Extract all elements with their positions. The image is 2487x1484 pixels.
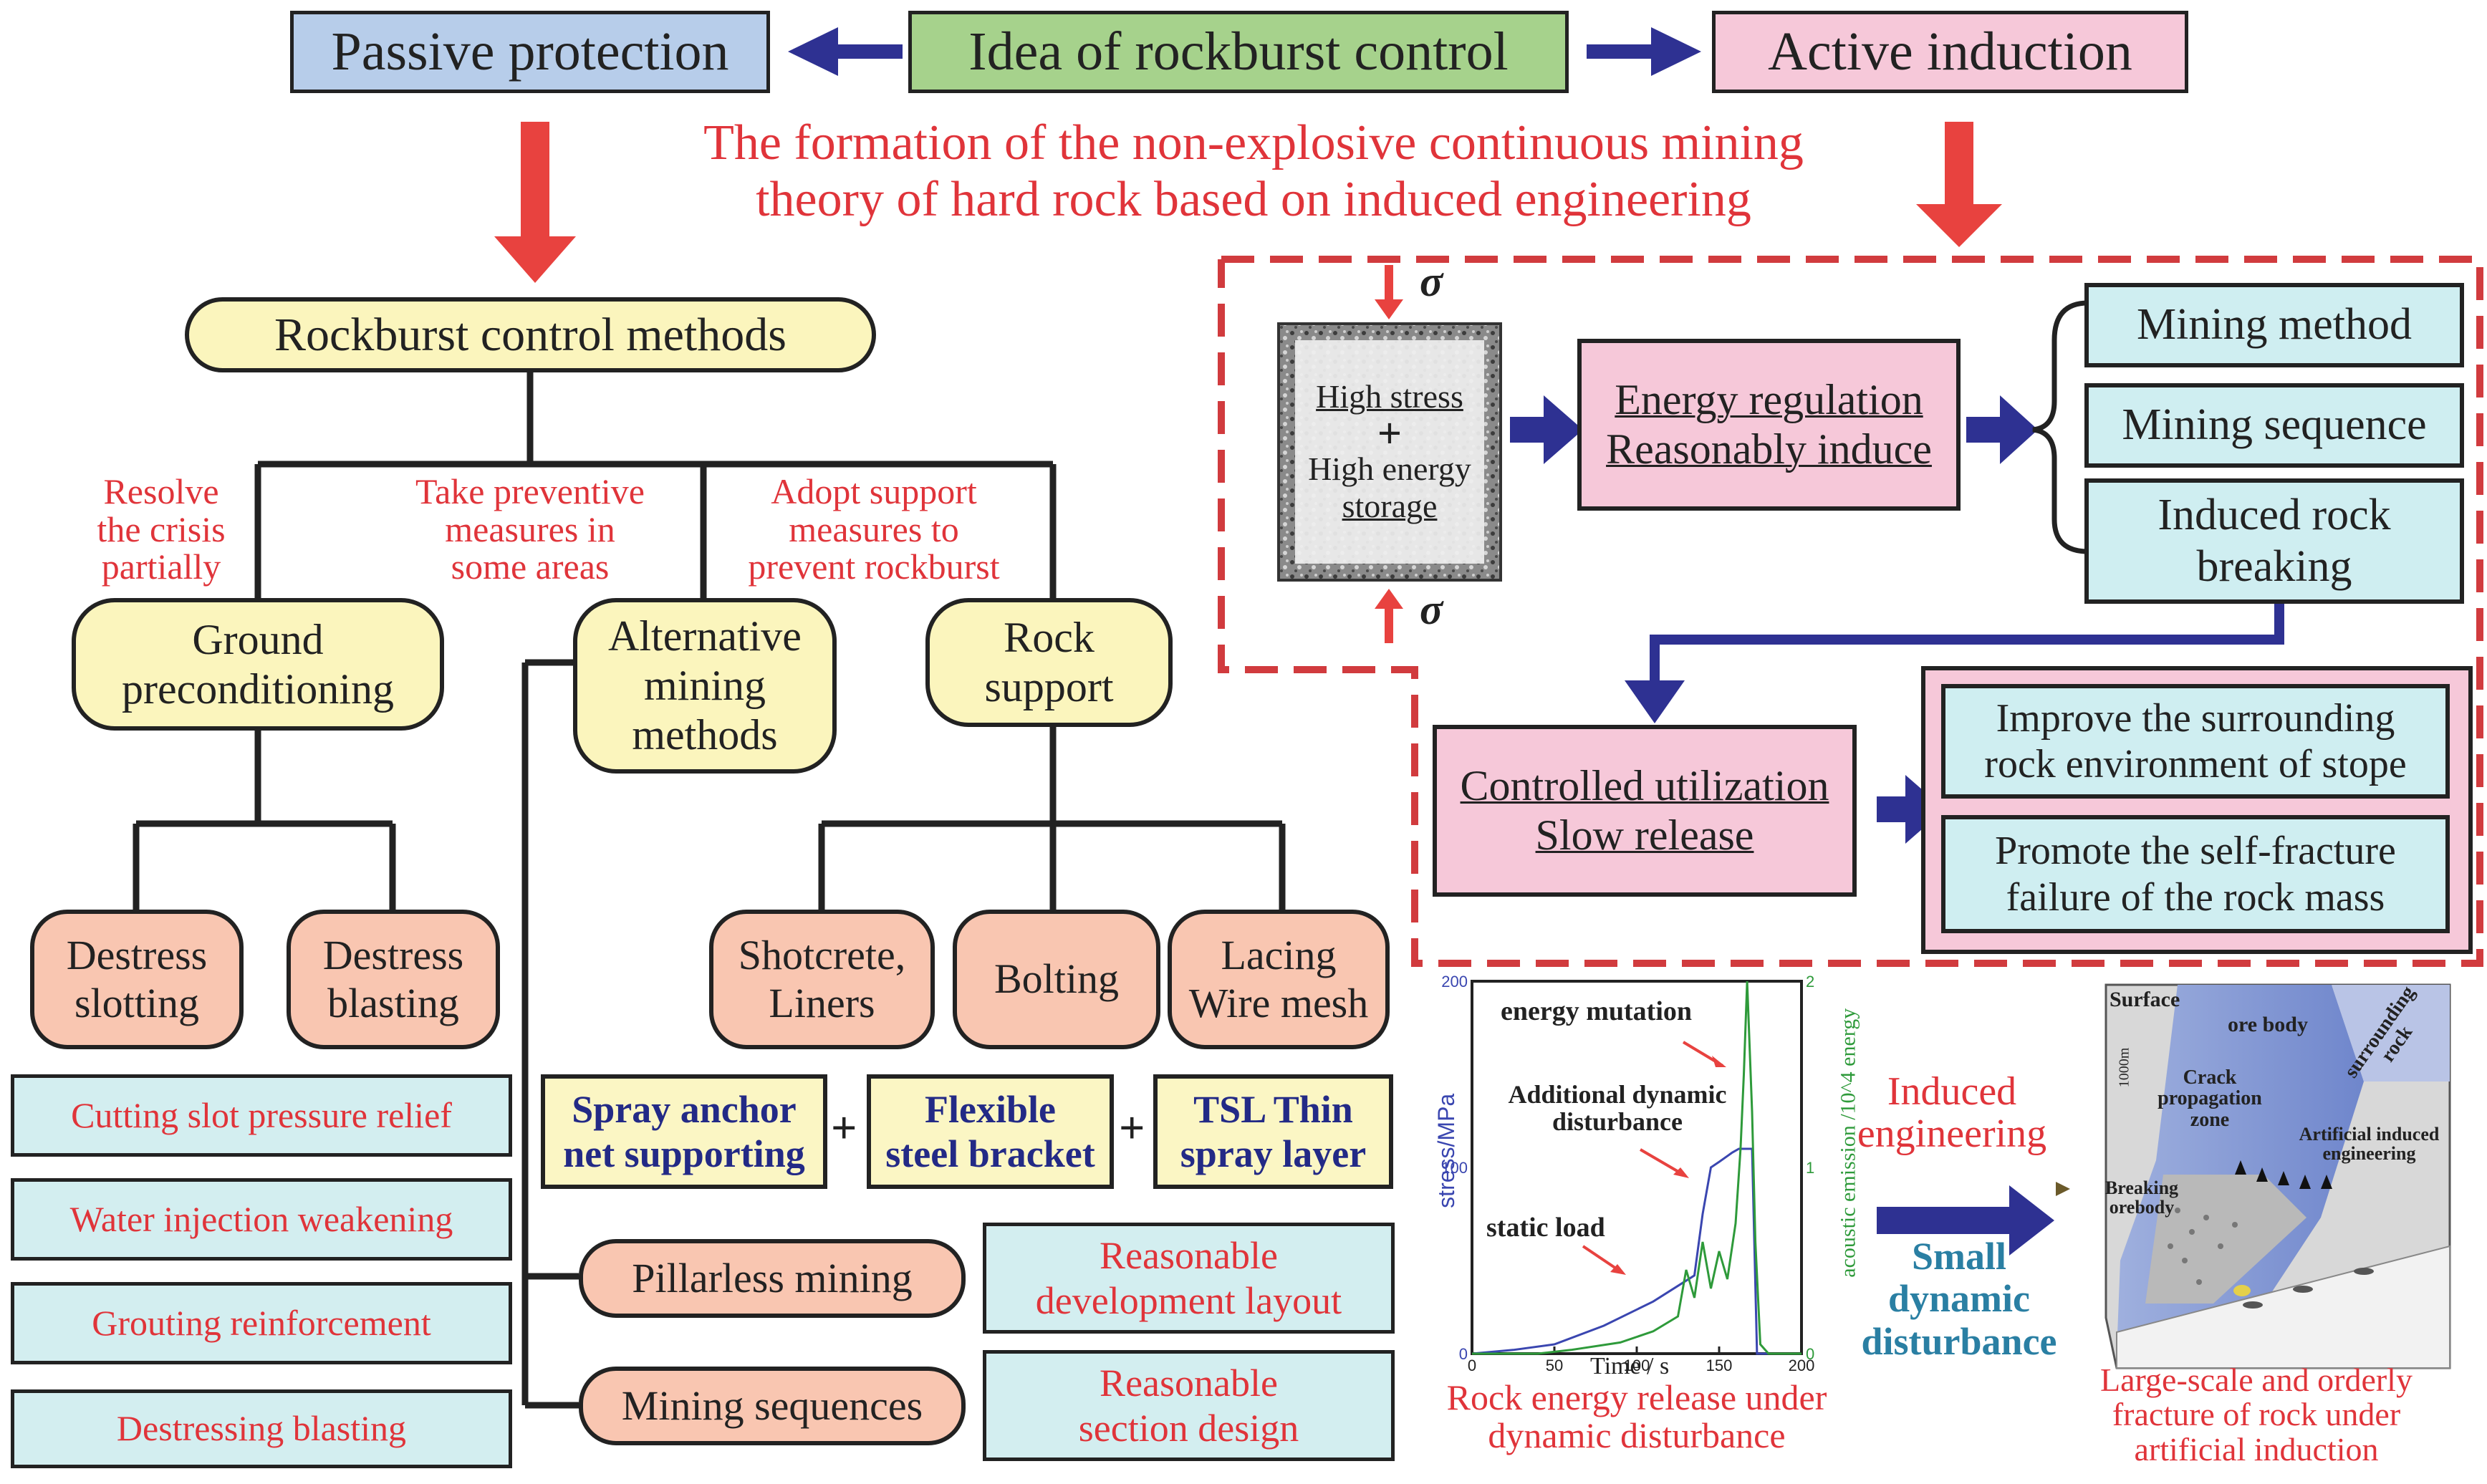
chart-xlabel: Time / s: [1590, 1353, 1670, 1379]
y-tick-label: 0: [1459, 1345, 1468, 1363]
label-ore-body: ore body: [2228, 1013, 2308, 1036]
chart-ylabel: stress/MPa: [1433, 1093, 1460, 1208]
energy-regulation-box: Energy regulation Reasonably induce: [1577, 339, 1961, 511]
pillarless-mining-box: Pillarless mining: [579, 1239, 966, 1318]
formation-line-1: The formation of the non-explosive conti…: [703, 115, 1804, 170]
x-tick-label: 0: [1468, 1357, 1476, 1374]
y-tick-label: 100: [1441, 1159, 1468, 1177]
idea-box: Idea of rockburst control: [908, 11, 1569, 93]
x-tick-label: 100: [1624, 1357, 1650, 1374]
label-surface: Surface: [2110, 988, 2180, 1011]
chart-series-2: [1472, 980, 1801, 1355]
measure-grouting: Grouting reinforcement: [11, 1282, 512, 1364]
formation-title: The formation of the non-explosive conti…: [630, 115, 1877, 228]
measure-cutting-slot: Cutting slot pressure relief: [11, 1074, 512, 1157]
sigma-arrows: [1375, 265, 1403, 643]
rock-schematic: [2056, 983, 2451, 1369]
y2-tick-label: 1: [1806, 1159, 1814, 1177]
sigma-bottom: σ: [1420, 586, 1443, 633]
chart-series-1: [1471, 1147, 1801, 1355]
y2-tick-label: 2: [1806, 973, 1814, 991]
red-down-arrows: [494, 122, 2002, 283]
top-arrows: [788, 27, 1701, 76]
plus-sign-1: +: [831, 1102, 857, 1153]
active-induction-box: Active induction: [1712, 11, 2188, 93]
option-mining-method: Mining method: [2084, 283, 2464, 367]
option-mining-sequence: Mining sequence: [2084, 383, 2464, 468]
measure-water-injection: Water injection weakening: [11, 1178, 512, 1261]
y2-tick-label: 0: [1806, 1345, 1814, 1363]
y-tick-label: 200: [1441, 973, 1468, 991]
passive-protection-box: Passive protection: [290, 11, 770, 93]
formation-line-2: theory of hard rock based on induced eng…: [756, 172, 1751, 228]
x-tick-label: 150: [1706, 1357, 1733, 1374]
specimen-label: High stress + High energy storage: [1308, 377, 1471, 525]
annotation-energy-mutation: energy mutation: [1501, 996, 1693, 1026]
label-depth: 1000m: [2116, 1047, 2132, 1088]
methods-tree: [133, 372, 1286, 1409]
x-tick-label: 200: [1789, 1357, 1815, 1374]
annotation-static-load: static load: [1486, 1213, 1605, 1243]
measure-destressing-blasting: Destressing blasting: [11, 1389, 512, 1468]
plus-sign-2: +: [1119, 1102, 1145, 1153]
sigma-top: σ: [1420, 258, 1443, 305]
bolting-box: Bolting: [953, 910, 1160, 1049]
rockburst-methods-box: Rockburst control methods: [185, 297, 876, 372]
flow-arrows: [1510, 395, 2284, 844]
induction-dashed-frame: [1218, 256, 2483, 967]
controlled-utilization-box: Controlled utilization Slow release: [1433, 725, 1857, 897]
options-brace: [2032, 300, 2089, 554]
x-tick-label: 50: [1546, 1357, 1563, 1374]
shotcrete-box: Shotcrete,Liners: [709, 910, 935, 1049]
induced-arrow: [1877, 1185, 2054, 1256]
mining-sequences-box: Mining sequences: [579, 1367, 966, 1445]
